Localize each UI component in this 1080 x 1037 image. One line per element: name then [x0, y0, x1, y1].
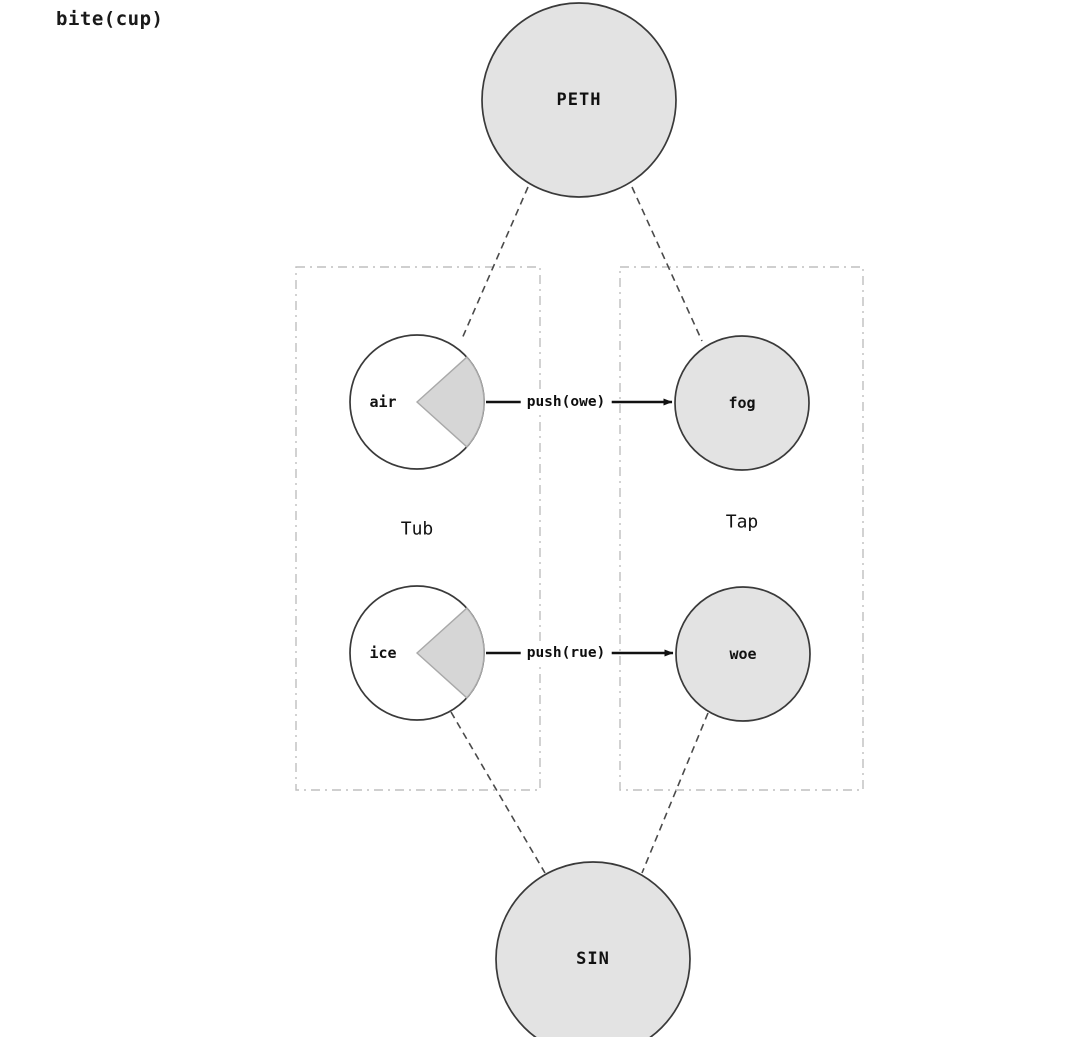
cluster-box-tap [619, 266, 864, 791]
node-label-woe: woe [729, 645, 757, 663]
node-circle-fog[interactable] [674, 335, 810, 471]
node-label-fog: fog [728, 394, 756, 412]
node-circle-sin[interactable] [495, 861, 691, 1037]
node-label-air: air [369, 393, 397, 411]
dashed-edge-ice-sin [450, 711, 546, 874]
node-label-ice: ice [369, 644, 397, 662]
node-shapes [349, 2, 811, 1037]
node-wedge-ice [415, 607, 485, 699]
page-title: bite(cup) [56, 8, 164, 30]
dashed-edge-woe-sin [641, 712, 709, 874]
cluster-label-tap: Tap [725, 511, 759, 533]
node-wedge-air [415, 356, 485, 448]
dashed-edge-peth-fog [631, 186, 703, 342]
cluster-label-tub: Tub [400, 518, 434, 540]
dashed-edge-peth-air [460, 186, 529, 342]
edge-label-air-fog: push(owe) [520, 393, 612, 411]
node-circle-woe[interactable] [675, 586, 811, 722]
node-label-sin: SIN [576, 949, 610, 969]
edge-label-ice-woe: push(rue) [520, 644, 612, 662]
cluster-box-tub [295, 266, 541, 791]
dashed-edges [450, 186, 709, 874]
cluster-boxes [295, 266, 864, 791]
node-circle-peth[interactable] [481, 2, 677, 198]
solid-edges [486, 398, 674, 657]
node-label-peth: PETH [556, 90, 602, 110]
